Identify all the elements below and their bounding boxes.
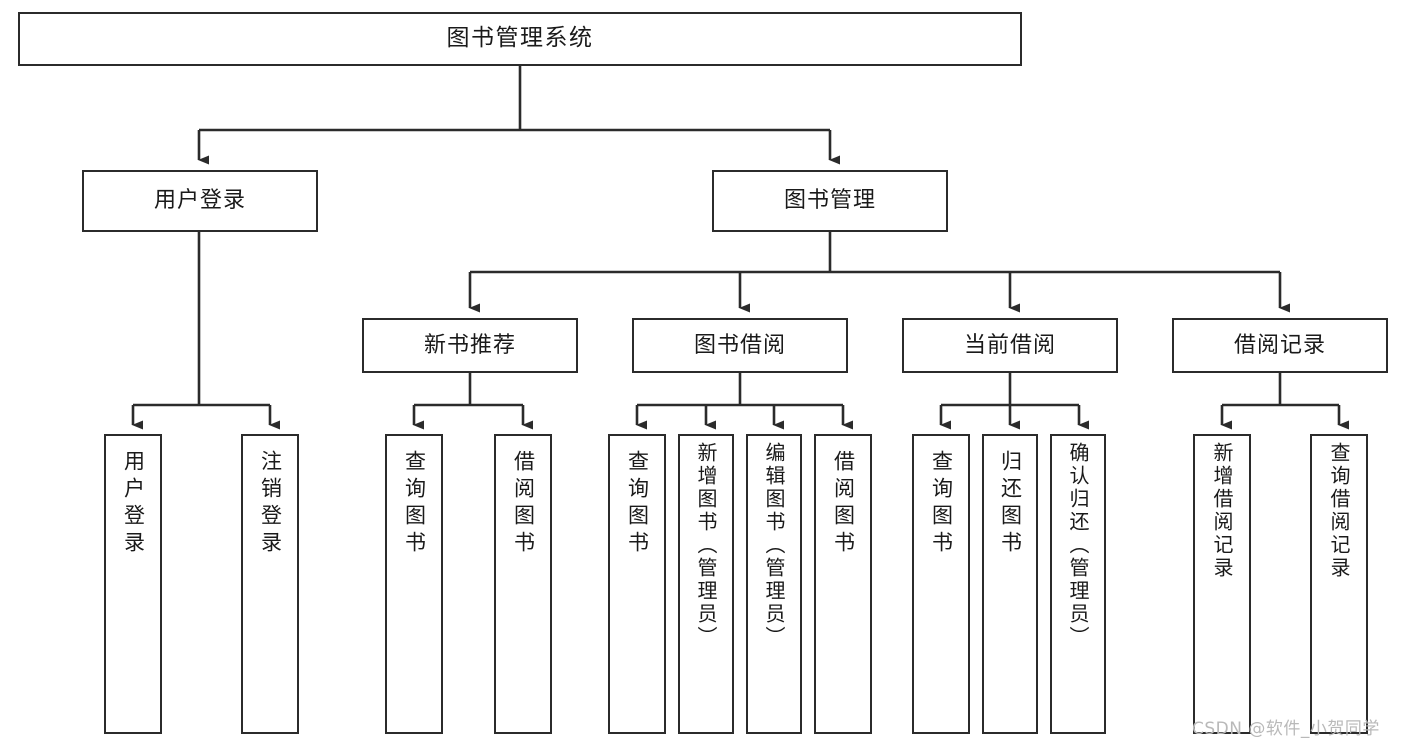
node-label: 查询图书 bbox=[402, 450, 427, 558]
node-book-management[interactable]: 图书管理 bbox=[712, 170, 948, 232]
node-label: 当前借阅 bbox=[963, 332, 1056, 358]
node-label: 查询图书 bbox=[625, 450, 650, 558]
csdn-watermark: CSDN @软件_小贺同学 bbox=[1192, 719, 1380, 739]
leaf-borrow-book-recommend[interactable]: 借阅图书 bbox=[494, 434, 552, 734]
node-user-login[interactable]: 用户登录 bbox=[82, 170, 318, 232]
leaf-query-book-borrow[interactable]: 查询图书 bbox=[608, 434, 666, 734]
node-label: 用户登录 bbox=[121, 450, 146, 558]
node-label: 图书管理 bbox=[783, 188, 876, 214]
leaf-add-book-admin[interactable]: 新增图书（管理员） bbox=[678, 434, 734, 734]
node-label: 查询借阅记录 bbox=[1327, 442, 1351, 580]
leaf-query-book-recommend[interactable]: 查询图书 bbox=[385, 434, 443, 734]
node-label: 查询图书 bbox=[929, 450, 954, 558]
node-label: 确认归还（管理员） bbox=[1066, 442, 1090, 649]
node-borrow-record[interactable]: 借阅记录 bbox=[1172, 318, 1388, 373]
leaf-edit-book-admin[interactable]: 编辑图书（管理员） bbox=[746, 434, 802, 734]
node-book-borrow[interactable]: 图书借阅 bbox=[632, 318, 848, 373]
node-label: 借阅图书 bbox=[831, 450, 856, 558]
node-current-borrow[interactable]: 当前借阅 bbox=[902, 318, 1118, 373]
leaf-return-book[interactable]: 归还图书 bbox=[982, 434, 1038, 734]
node-root-book-management-system[interactable]: 图书管理系统 bbox=[18, 12, 1022, 66]
node-label: 归还图书 bbox=[998, 450, 1023, 558]
leaf-query-borrow-record[interactable]: 查询借阅记录 bbox=[1310, 434, 1368, 734]
leaf-query-book-current[interactable]: 查询图书 bbox=[912, 434, 970, 734]
node-new-book-recommend[interactable]: 新书推荐 bbox=[362, 318, 578, 373]
leaf-logout[interactable]: 注销登录 bbox=[241, 434, 299, 734]
node-label: 图书管理系统 bbox=[446, 25, 594, 52]
node-label: 用户登录 bbox=[153, 188, 246, 214]
node-label: 借阅记录 bbox=[1233, 332, 1326, 358]
node-label: 新增图书（管理员） bbox=[694, 442, 718, 649]
leaf-confirm-return-admin[interactable]: 确认归还（管理员） bbox=[1050, 434, 1106, 734]
node-label: 新书推荐 bbox=[423, 332, 516, 358]
leaf-user-login[interactable]: 用户登录 bbox=[104, 434, 162, 734]
node-label: 新增借阅记录 bbox=[1210, 442, 1234, 580]
leaf-borrow-book-borrow[interactable]: 借阅图书 bbox=[814, 434, 872, 734]
node-label: 编辑图书（管理员） bbox=[762, 442, 786, 649]
node-label: 图书借阅 bbox=[693, 332, 786, 358]
node-label: 借阅图书 bbox=[511, 450, 536, 558]
leaf-add-borrow-record[interactable]: 新增借阅记录 bbox=[1193, 434, 1251, 734]
node-label: 注销登录 bbox=[258, 450, 283, 558]
